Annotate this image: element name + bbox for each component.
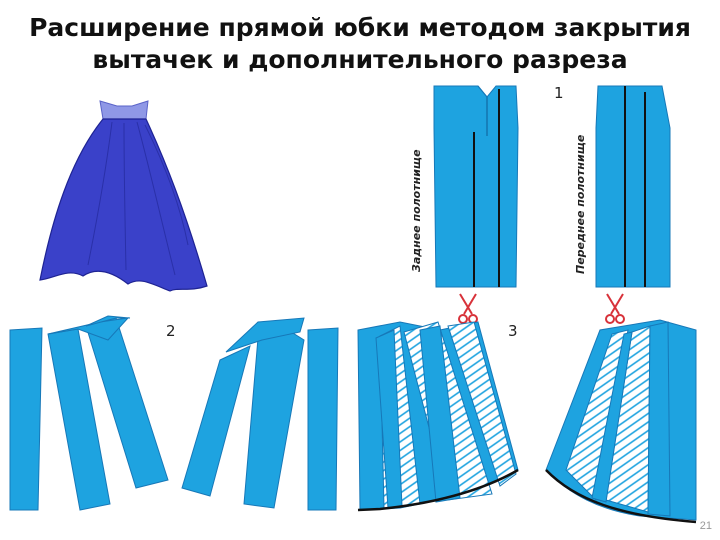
scissors-icon <box>458 293 478 324</box>
front-panel-pattern <box>595 85 671 288</box>
step2-front-panel <box>181 317 339 511</box>
slide-title-line-1: Расширение прямой юбки методом закрытия <box>29 13 691 42</box>
flared-skirt-illustration <box>39 100 208 292</box>
slide-title-line-2: вытачек и дополнительного разреза <box>92 45 628 74</box>
back-panel-pattern <box>433 85 519 288</box>
slide-title: Расширение прямой юбки методом закрытия … <box>0 12 720 76</box>
step-2-label: 2 <box>166 322 176 340</box>
slide-number: 21 <box>699 520 712 532</box>
front-panel-label: Переднее полотнище <box>574 134 587 274</box>
back-panel-label: Заднее полотнище <box>410 149 423 272</box>
skirt-body <box>39 118 208 292</box>
step2-back-panel <box>9 315 169 511</box>
step-1-label: 1 <box>554 84 564 102</box>
step-3-label: 3 <box>508 322 518 340</box>
scissors-icon <box>605 293 625 324</box>
skirt-waistband <box>99 100 149 120</box>
step3-back-panel <box>357 321 519 512</box>
step3-front-panel <box>545 319 697 524</box>
